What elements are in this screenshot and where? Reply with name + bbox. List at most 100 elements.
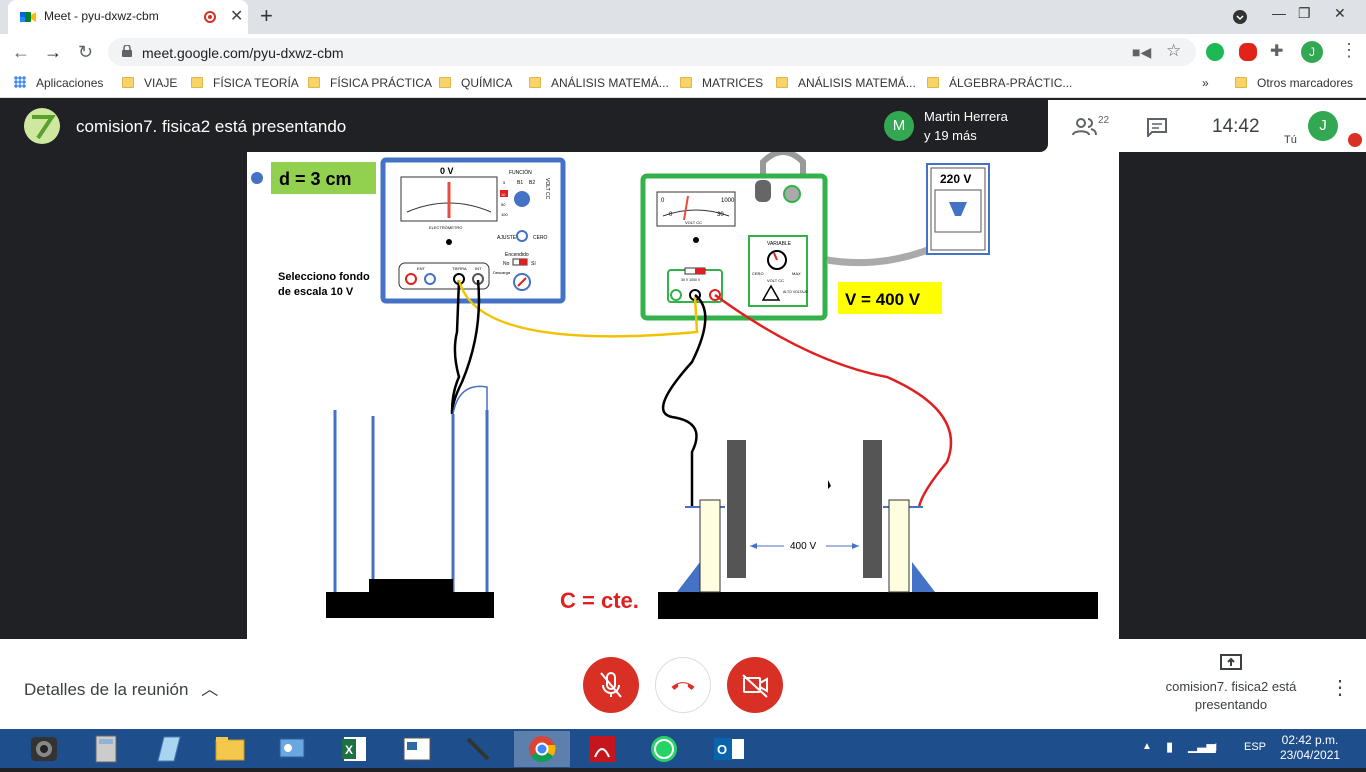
bookmark-analisis-2[interactable]: ANÁLISIS MATEMÁ... bbox=[776, 76, 916, 90]
more-bookmarks-chevron-icon[interactable]: » bbox=[1202, 76, 1209, 90]
scale-50: 50 bbox=[501, 202, 506, 207]
mouse-cursor-icon bbox=[828, 480, 831, 489]
taskbar-camera-app[interactable] bbox=[18, 731, 70, 767]
extensions-puzzle-icon[interactable]: ✚ bbox=[1270, 43, 1284, 60]
browser-tab-meet[interactable]: Meet - pyu-dxwz-cbm ✕ bbox=[8, 0, 248, 34]
bullet-icon bbox=[251, 172, 263, 184]
forward-icon[interactable]: → bbox=[44, 42, 62, 62]
taskbar-excel[interactable]: X bbox=[328, 731, 380, 767]
self-avatar[interactable]: J bbox=[1308, 111, 1338, 141]
power-source: 0 1000 0 30 VOLT CC VARIABLE CERO MAX VO… bbox=[640, 152, 942, 321]
bookmark-star-icon[interactable]: ☆ bbox=[1166, 41, 1182, 60]
browser-toolbar: ← → ↻ meet.google.com/pyu-dxwz-cbm ■◀ ☆ … bbox=[0, 34, 1366, 70]
bookmark-analisis-1[interactable]: ANÁLISIS MATEMÁ... bbox=[529, 76, 669, 90]
tierra-label: TIERRA bbox=[452, 266, 467, 271]
extension-stop-icon[interactable] bbox=[1239, 43, 1257, 61]
source-max: 1000 bbox=[721, 198, 735, 204]
folder-icon bbox=[680, 77, 692, 88]
taskbar-clock[interactable]: 02:42 p.m. 23/04/2021 bbox=[1280, 733, 1340, 763]
maximize-icon[interactable]: ❐ bbox=[1298, 5, 1311, 21]
self-label: Tú bbox=[1284, 134, 1297, 146]
presenting-bottom-text: comision7. fisica2 está presentando bbox=[1165, 679, 1297, 712]
taskbar-outlook[interactable]: O bbox=[702, 731, 754, 767]
bookmark-quimica[interactable]: QUÍMICA bbox=[439, 76, 512, 90]
folder-icon bbox=[1235, 77, 1247, 88]
bookmark-fisica-teoria[interactable]: FÍSICA TEORÍA bbox=[191, 76, 299, 90]
whatsapp-icon bbox=[651, 736, 677, 762]
back-icon[interactable]: ← bbox=[12, 42, 30, 62]
taskbar-file-explorer[interactable] bbox=[204, 731, 256, 767]
tray-volume-icon[interactable]: 🔈︎ bbox=[1212, 738, 1221, 754]
encendido-label: Encendido bbox=[505, 252, 529, 258]
taskbar-calculator[interactable] bbox=[80, 731, 132, 767]
more-options-icon[interactable]: ⋮ bbox=[1330, 677, 1350, 699]
meet-controls-bar: Detalles de la reunión ︿ comision7. fisi… bbox=[0, 639, 1366, 729]
apps-grid-icon bbox=[14, 76, 26, 88]
presentation-app-icon bbox=[403, 737, 431, 761]
minimize-icon[interactable]: — bbox=[1272, 5, 1286, 21]
presenting-indicator[interactable]: comision7. fisica2 está presentando bbox=[1150, 653, 1312, 714]
taskbar-acrobat[interactable] bbox=[576, 731, 628, 767]
outlook-icon: O bbox=[714, 738, 744, 760]
leave-call-button[interactable] bbox=[655, 657, 711, 713]
folder-icon bbox=[529, 77, 541, 88]
taskbar-date: 23/04/2021 bbox=[1280, 748, 1341, 762]
close-window-icon[interactable]: ✕ bbox=[1334, 5, 1346, 21]
tray-network-icon[interactable]: ▁▃▅ bbox=[1188, 739, 1216, 753]
bookmark-viaje[interactable]: VIAJE bbox=[122, 76, 177, 90]
warning-icon bbox=[761, 284, 781, 301]
note-line-1: Selecciono fondo bbox=[278, 271, 370, 283]
people-icon[interactable] bbox=[1072, 117, 1098, 137]
participant-more: y 19 más bbox=[924, 128, 977, 143]
yellow-cable bbox=[457, 279, 699, 338]
active-speaker-tile[interactable]: M Martin Herrera y 19 más bbox=[876, 100, 1048, 152]
url-text: meet.google.com/pyu-dxwz-cbm bbox=[142, 45, 344, 61]
tray-language[interactable]: ESP bbox=[1244, 741, 1267, 753]
cero-label: CERO bbox=[533, 235, 548, 241]
bookmark-apps[interactable]: Aplicaciones bbox=[14, 76, 103, 90]
meeting-clock: 14:42 bbox=[1212, 116, 1260, 137]
tray-battery-icon[interactable]: ▮ bbox=[1166, 739, 1174, 754]
function-knob bbox=[514, 191, 530, 207]
meet-info-panel: M Martin Herrera y 19 más 22 14:42 Tú J bbox=[876, 100, 1366, 152]
chat-icon[interactable] bbox=[1146, 117, 1168, 137]
presenting-title: comision7. fisica2 está presentando bbox=[76, 117, 347, 136]
taskbar-control-panel[interactable] bbox=[266, 731, 318, 767]
address-bar[interactable]: meet.google.com/pyu-dxwz-cbm ■◀ ☆ bbox=[108, 38, 1196, 66]
mic-toggle-button[interactable] bbox=[583, 657, 639, 713]
folder-explorer-icon bbox=[215, 737, 245, 761]
descarga-label: Descarga bbox=[493, 270, 511, 275]
tray-show-hidden-icon[interactable]: ▲ bbox=[1142, 741, 1152, 752]
variable-label: VARIABLE bbox=[767, 241, 792, 247]
taskbar-notes[interactable] bbox=[142, 731, 194, 767]
meeting-details-button[interactable]: Detalles de la reunión ︿ bbox=[24, 680, 219, 699]
taskbar-whatsapp[interactable] bbox=[638, 731, 690, 767]
taskbar-pen-tool[interactable] bbox=[452, 731, 504, 767]
extension-check-icon[interactable] bbox=[1206, 43, 1224, 61]
close-tab-icon[interactable]: ✕ bbox=[230, 8, 244, 25]
reload-icon[interactable]: ↻ bbox=[78, 42, 94, 62]
source-range-label: 30 V 1000 V bbox=[681, 278, 701, 282]
camera-in-use-icon[interactable]: ■◀ bbox=[1132, 44, 1152, 60]
bookmark-otros[interactable]: Otros marcadores bbox=[1235, 76, 1353, 90]
chrome-icon bbox=[529, 736, 556, 763]
tab-search-icon[interactable] bbox=[1232, 9, 1248, 25]
taskbar-chrome[interactable] bbox=[514, 731, 570, 767]
capacitor: 400 V bbox=[658, 440, 1098, 619]
bookmark-matrices[interactable]: MATRICES bbox=[680, 76, 763, 90]
presenter-logo-icon bbox=[32, 115, 56, 140]
taskbar-presentation-app[interactable] bbox=[390, 731, 442, 767]
scale-b1: B1 bbox=[517, 180, 523, 186]
left-plate bbox=[727, 440, 746, 578]
bookmark-fisica-practica[interactable]: FÍSICA PRÁCTICA bbox=[308, 76, 432, 90]
new-tab-button[interactable]: + bbox=[260, 3, 273, 28]
browser-menu-icon[interactable]: ⋮ bbox=[1340, 40, 1358, 60]
experiment-diagram: d = 3 cm Selecciono fondo de escala 10 V… bbox=[251, 152, 1098, 619]
wall-outlet: 220 V bbox=[826, 163, 990, 267]
ground-cable bbox=[450, 279, 461, 413]
ent-label: ENT bbox=[417, 266, 426, 271]
folder-icon bbox=[191, 77, 203, 88]
profile-avatar-icon[interactable]: J bbox=[1301, 41, 1323, 63]
camera-toggle-button[interactable] bbox=[727, 657, 783, 713]
bookmark-algebra[interactable]: ÁLGEBRA-PRÁCTIC... bbox=[927, 76, 1072, 90]
